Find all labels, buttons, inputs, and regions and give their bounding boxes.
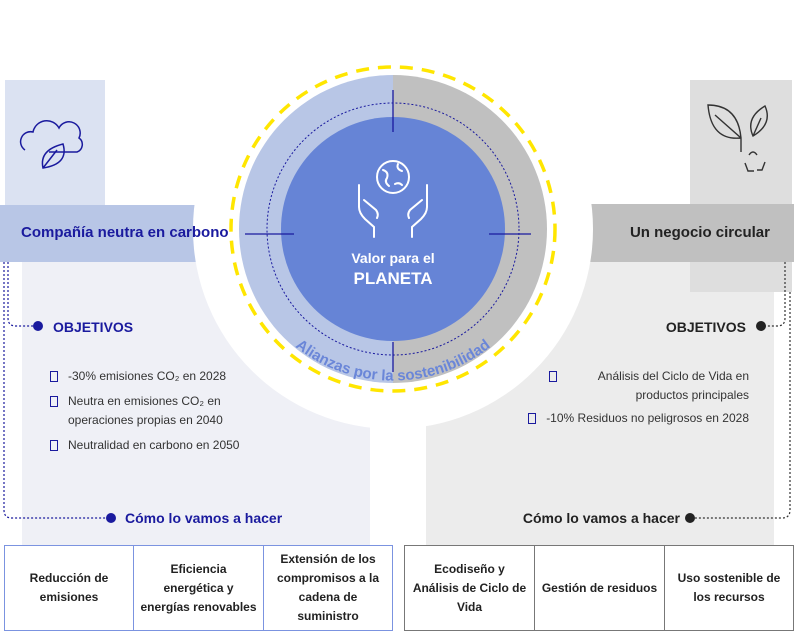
left-objectives-list: -30% emisiones CO₂ en 2028 Neutra en emi… xyxy=(50,367,270,455)
inner-circle xyxy=(281,117,505,341)
hands-globe-icon xyxy=(358,160,428,238)
list-item: -10% Residuos no peligrosos en 2028 xyxy=(509,409,749,428)
list-item: Neutralidad en carbono en 2050 xyxy=(50,436,270,455)
list-item: -30% emisiones CO₂ en 2028 xyxy=(50,367,270,386)
cloud-leaf-icon xyxy=(19,120,83,169)
list-item: Análisis del Ciclo de Vida en productos … xyxy=(509,367,749,405)
left-action-cell: Reducción de emisiones xyxy=(4,545,134,631)
bullet-icon xyxy=(549,371,557,382)
right-how-label: Cómo lo vamos a hacer xyxy=(522,510,680,526)
right-action-cell: Ecodiseño y Análisis de Ciclo de Vida xyxy=(404,545,535,631)
left-action-cell: Extensión de los compromisos a la cadena… xyxy=(263,545,393,631)
left-title: Compañía neutra en carbono xyxy=(21,224,229,241)
right-action-cell: Gestión de residuos xyxy=(534,545,665,631)
right-objectives-list: Análisis del Ciclo de Vida en productos … xyxy=(509,367,749,428)
yellow-dashed-ring xyxy=(229,65,557,393)
center-line2: PLANETA xyxy=(353,269,433,288)
center-line1: Valor para el xyxy=(351,250,435,266)
center-title: Valor para el PLANETA xyxy=(293,250,493,289)
bullet-icon xyxy=(50,371,58,382)
right-action-cell: Uso sostenible de los recursos xyxy=(664,545,794,631)
right-objectives-label: OBJETIVOS xyxy=(665,319,746,335)
list-item: Neutra en emisiones CO₂ en operaciones p… xyxy=(50,392,270,430)
bullet-icon xyxy=(50,396,58,407)
bullet-icon xyxy=(528,413,537,424)
bullet-icon xyxy=(50,440,58,451)
left-action-cell: Eficiencia energética y energías renovab… xyxy=(133,545,264,631)
leaves-recycle-icon xyxy=(707,104,768,172)
right-icon-box-lower xyxy=(690,262,792,292)
left-objectives-label: OBJETIVOS xyxy=(53,319,134,335)
right-title: Un negocio circular xyxy=(629,224,770,241)
left-how-label: Cómo lo vamos a hacer xyxy=(125,510,283,526)
